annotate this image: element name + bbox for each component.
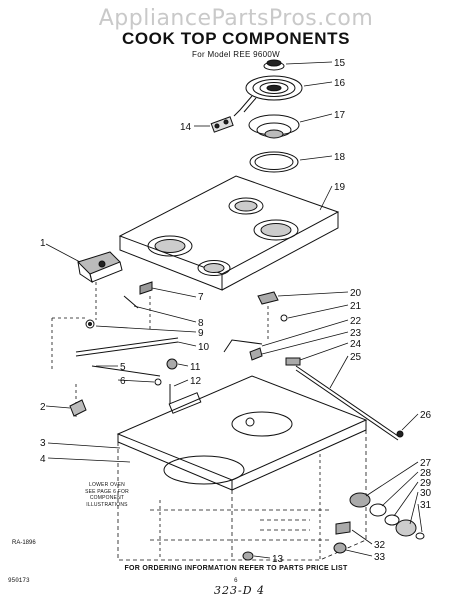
part-8-screw — [123, 295, 139, 309]
callout-29: 29 — [420, 478, 432, 489]
callout-11: 11 — [190, 362, 201, 373]
part-25-rod — [295, 365, 399, 441]
callout-24: 24 — [350, 339, 362, 350]
callout-9: 9 — [198, 328, 204, 339]
callout-28: 28 — [420, 468, 432, 479]
part-2-bracket — [69, 399, 87, 417]
callout-19: 19 — [334, 182, 346, 193]
part-19-cooktop — [118, 175, 340, 291]
page-code-mid: 6 — [234, 577, 238, 584]
callout-16: 16 — [334, 78, 346, 89]
part-27-31-control-knob-assembly — [349, 492, 425, 540]
callout-8: 8 — [198, 318, 204, 329]
part-9-screw — [85, 319, 95, 329]
handwritten-mark: 323-D 4 — [214, 584, 266, 597]
callout-13: 13 — [272, 554, 284, 565]
callout-4: 4 — [40, 454, 46, 465]
diagram-subtitle: For Model REE 9600W — [192, 50, 280, 59]
callout-32: 32 — [374, 540, 386, 551]
ordering-footer: FOR ORDERING INFORMATION REFER TO PARTS … — [124, 565, 348, 572]
part-10-rod — [75, 337, 179, 357]
part-7-bracket — [139, 281, 153, 295]
part-22-wire — [223, 339, 263, 353]
callout-5: 5 — [120, 362, 126, 373]
diagram-title: COOK TOP COMPONENTS — [121, 29, 351, 48]
part-23-clip — [249, 347, 263, 361]
callout-33: 33 — [374, 552, 386, 563]
callout-26: 26 — [420, 410, 432, 421]
callout-31: 31 — [420, 500, 432, 511]
callout-1: 1 — [40, 238, 46, 249]
part-21-screw — [280, 314, 288, 322]
part-33-knob — [333, 542, 347, 554]
figure-code: RA-1896 — [12, 540, 36, 546]
part-1-switch — [77, 251, 123, 284]
part-20-connector — [257, 291, 279, 305]
callout-12: 12 — [190, 376, 202, 387]
callout-2: 2 — [40, 402, 46, 413]
part-11-clip — [166, 358, 178, 370]
callout-30: 30 — [420, 488, 432, 499]
part-16-surface-element — [233, 75, 303, 117]
callout-27: 27 — [420, 458, 432, 469]
part-6-fastener — [154, 378, 162, 386]
part-18-trim-ring — [249, 151, 299, 173]
callout-22: 22 — [350, 316, 362, 327]
lower-oven-note: LOWER OVEN SEE PAGE 6 FOR COMPONENT ILLU… — [85, 482, 129, 508]
callout-17: 17 — [334, 110, 346, 121]
part-5-spring — [91, 365, 161, 377]
part-15-knob — [263, 59, 285, 71]
callout-21: 21 — [350, 301, 362, 312]
callout-10: 10 — [198, 342, 210, 353]
page-code-left: 950173 — [8, 577, 30, 584]
callout-3: 3 — [40, 438, 46, 449]
callout-labels: 15 16 14 17 18 19 1 2 3 4 5 6 7 8 9 10 1… — [40, 58, 432, 565]
callout-20: 20 — [350, 288, 362, 299]
callout-6: 6 — [120, 376, 126, 387]
part-32-bracket — [335, 521, 351, 535]
callout-14: 14 — [180, 122, 192, 133]
watermark: AppliancePartsPros.com — [98, 6, 374, 31]
part-17-drip-bowl — [248, 114, 300, 139]
callout-7: 7 — [198, 292, 204, 303]
part-26-end-clip — [396, 430, 404, 438]
callout-15: 15 — [334, 58, 346, 69]
callout-18: 18 — [334, 152, 346, 163]
callout-25: 25 — [350, 352, 362, 363]
part-14-terminal-block — [210, 116, 234, 133]
part-13-clip — [242, 551, 254, 561]
part-24-connector — [285, 357, 301, 366]
callout-23: 23 — [350, 328, 362, 339]
